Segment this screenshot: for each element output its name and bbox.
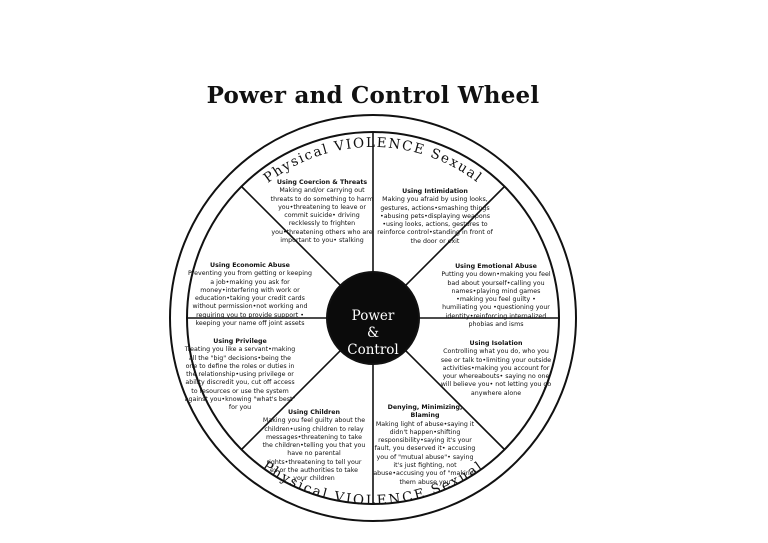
segment-heading: Using Privilege <box>213 338 267 345</box>
segment-heading: Using Coercion & Threats <box>276 179 368 186</box>
segment-using-privilege: Using Privilege Treating you like a serv… <box>183 338 297 413</box>
segment-body: Treating you like a servant•making all t… <box>184 346 296 412</box>
hub-circle <box>326 271 420 365</box>
segment-economic-abuse: Using Economic Abuse Preventing you from… <box>186 262 314 328</box>
segment-body: Putting you down•making you feel bad abo… <box>441 271 551 329</box>
hub-label-power: Power <box>351 308 395 324</box>
segment-heading: Using Isolation <box>469 340 523 347</box>
segment-body: Controlling what you do, who you see or … <box>440 348 552 397</box>
segment-heading: Denying, Minimizing, Blaming <box>387 404 463 420</box>
hub-label-control: Control <box>347 341 399 358</box>
segment-coercion-threats: Using Coercion & Threats Making and/or c… <box>270 179 374 245</box>
segment-denying-minimizing-blaming: Denying, Minimizing, Blaming Making ligh… <box>373 404 477 487</box>
segment-isolation: Using Isolation Controlling what you do,… <box>440 340 552 398</box>
segment-body: Making you afraid by using looks, gestur… <box>377 196 493 245</box>
page-title: Power and Control Wheel <box>206 82 540 109</box>
segment-using-children: Using Children Making you feel guilty ab… <box>262 409 366 484</box>
segment-heading: Using Economic Abuse <box>210 262 290 269</box>
segment-heading: Using Emotional Abuse <box>455 263 537 270</box>
segment-body: Making you feel guilty about the childre… <box>262 417 366 483</box>
segment-intimidation: Using Intimidation Making you afraid by … <box>375 188 495 246</box>
segment-body: Making light of abuse•saying it didn't h… <box>373 420 477 486</box>
segment-body: Preventing you from getting or keeping a… <box>188 270 312 328</box>
hub-label: Power & Control <box>330 308 416 359</box>
segment-body: Making and/or carrying out threats to do… <box>270 187 374 245</box>
hub-label-ampersand: & <box>366 324 380 341</box>
segment-heading: Using Intimidation <box>402 188 468 195</box>
segment-emotional-abuse: Using Emotional Abuse Putting you down•m… <box>440 263 552 329</box>
segment-heading: Using Children <box>288 409 340 416</box>
